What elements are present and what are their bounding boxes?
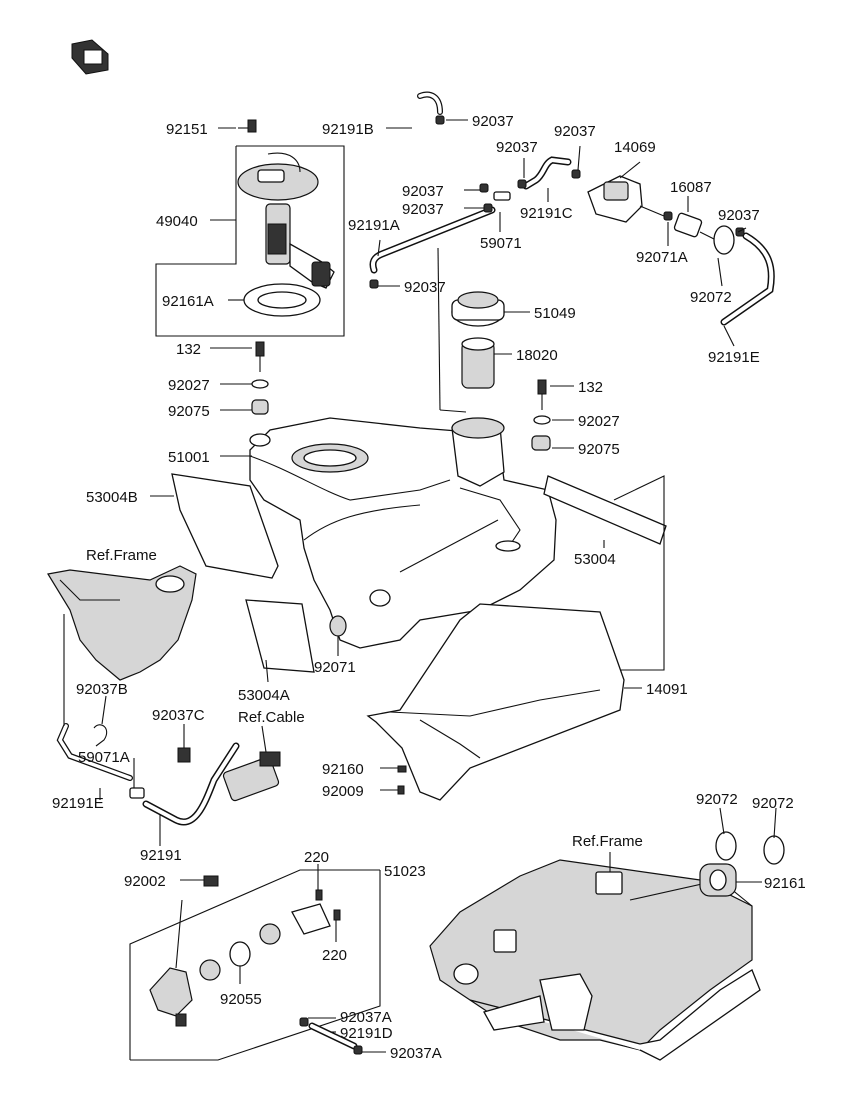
label-92191c: 92191C xyxy=(520,205,573,222)
leader-lines xyxy=(63,119,777,1053)
label-59071a: 59071A xyxy=(78,749,130,766)
label-51023: 51023 xyxy=(384,863,426,880)
mount-left xyxy=(249,341,271,447)
label-ref-frame-left: Ref.Frame xyxy=(86,547,157,564)
label-92055: 92055 xyxy=(220,991,262,1008)
fuel-cock-assembly-box xyxy=(129,869,381,1061)
valve-14069 xyxy=(587,175,665,223)
label-92191: 92191 xyxy=(140,847,182,864)
label-92072-a: 92072 xyxy=(696,791,738,808)
label-92075-left: 92075 xyxy=(168,403,210,420)
label-92037b: 92037B xyxy=(76,681,128,698)
clamps-92072-bottom xyxy=(715,831,785,865)
label-92037-mid2: 92037 xyxy=(402,201,444,218)
filler-neck xyxy=(461,337,495,389)
label-92027-left: 92027 xyxy=(168,377,210,394)
label-53004b: 53004B xyxy=(86,489,138,506)
bolt-92151 xyxy=(238,119,257,133)
label-92071a: 92071A xyxy=(636,249,688,266)
label-92191e-bottom: 92191E xyxy=(52,795,104,812)
screws-220 xyxy=(315,889,341,921)
label-51049: 51049 xyxy=(534,305,576,322)
label-92071: 92071 xyxy=(314,659,356,676)
fitting-59071 xyxy=(493,191,511,201)
frame-left xyxy=(47,565,197,681)
label-92075-right: 92075 xyxy=(578,441,620,458)
label-92027-right: 92027 xyxy=(578,413,620,430)
label-53004a: 53004A xyxy=(238,687,290,704)
label-92002: 92002 xyxy=(124,873,166,890)
fuel-pump-assembly xyxy=(155,145,345,337)
label-92191b: 92191B xyxy=(322,121,374,138)
hose-92191a xyxy=(369,206,496,274)
label-132-right: 132 xyxy=(578,379,603,396)
label-92151: 92151 xyxy=(166,121,208,138)
hose-92191e-top xyxy=(720,232,775,326)
label-51001: 51001 xyxy=(168,449,210,466)
label-18020: 18020 xyxy=(516,347,558,364)
gasket-parts xyxy=(199,903,331,981)
label-92037-a: 92037 xyxy=(496,139,538,156)
front-direction-icon xyxy=(71,39,109,75)
label-92160: 92160 xyxy=(322,761,364,778)
label-53004: 53004 xyxy=(574,551,616,568)
hose-92191e-bottom xyxy=(56,723,133,781)
label-92191d: 92191D xyxy=(340,1025,393,1042)
label-49040: 49040 xyxy=(156,213,198,230)
label-16087: 16087 xyxy=(670,179,712,196)
label-92161a: 92161A xyxy=(162,293,214,310)
fuel-cock-body xyxy=(149,899,193,1027)
label-92037-lower: 92037 xyxy=(404,279,446,296)
label-14069: 14069 xyxy=(614,139,656,156)
label-92037a-b: 92037A xyxy=(390,1045,442,1062)
label-ref-frame-right: Ref.Frame xyxy=(572,833,643,850)
label-92037a-a: 92037A xyxy=(340,1009,392,1026)
label-92037-top: 92037 xyxy=(472,113,514,130)
filter-16087 xyxy=(673,212,717,241)
label-ref-cable: Ref.Cable xyxy=(238,709,305,726)
tray-14091 xyxy=(366,603,625,801)
clip-92037c xyxy=(177,747,191,763)
grommet-92161 xyxy=(699,863,737,897)
frame-right xyxy=(429,859,761,1061)
clip-92037b xyxy=(93,724,108,747)
bolt-92002 xyxy=(203,875,219,887)
fuel-cap xyxy=(451,291,505,327)
mount-right xyxy=(531,379,551,451)
hose-92191b xyxy=(411,91,484,188)
hose-92191d xyxy=(299,1017,363,1055)
label-92072-top: 92072 xyxy=(690,289,732,306)
label-92009: 92009 xyxy=(322,783,364,800)
label-92072-b: 92072 xyxy=(752,795,794,812)
label-92191a: 92191A xyxy=(348,217,400,234)
label-92191e-top: 92191E xyxy=(708,349,760,366)
side-pad-53004b xyxy=(171,473,279,579)
fitting-59071a xyxy=(129,787,145,799)
label-92037-mid1: 92037 xyxy=(402,183,444,200)
label-92037c: 92037C xyxy=(152,707,205,724)
hose-92191 xyxy=(142,742,240,826)
label-92037-right: 92037 xyxy=(718,207,760,224)
clamp-92072-top xyxy=(713,225,735,255)
fuel-cock xyxy=(222,751,281,802)
fuel-tank xyxy=(249,417,557,649)
label-14091: 14091 xyxy=(646,681,688,698)
label-92037-b: 92037 xyxy=(554,123,596,140)
label-59071: 59071 xyxy=(480,235,522,252)
label-220-bottom: 220 xyxy=(322,947,347,964)
label-132-left: 132 xyxy=(176,341,201,358)
hose-92191c xyxy=(522,156,572,190)
label-92161: 92161 xyxy=(764,875,806,892)
grommet-92071 xyxy=(329,615,347,637)
side-pad-53004a xyxy=(245,599,315,673)
label-220-top: 220 xyxy=(304,849,329,866)
